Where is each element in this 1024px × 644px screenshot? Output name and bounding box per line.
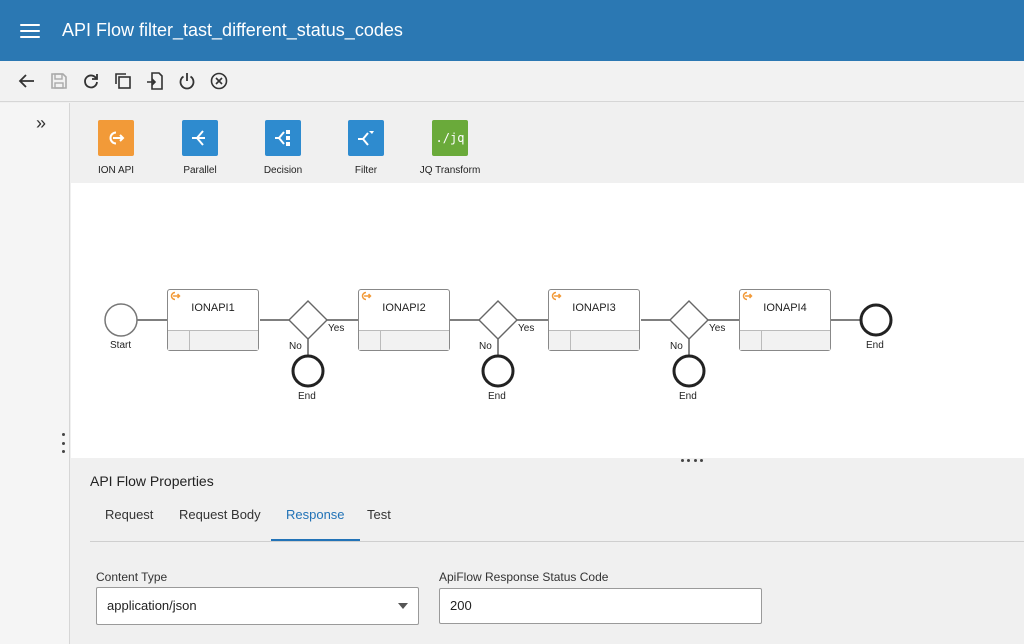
- vertical-resize-handle[interactable]: [60, 433, 66, 453]
- copy-icon: [115, 73, 131, 89]
- no-label: No: [670, 341, 683, 352]
- decision-gateway[interactable]: [669, 300, 709, 340]
- tab-request[interactable]: Request: [105, 507, 154, 522]
- flow-canvas[interactable]: Start IONAPI1 IONAPI2 IONAPI3 IONAPI4 Ye…: [71, 183, 1024, 458]
- ion-api-icon: [170, 291, 181, 301]
- palette-item-decision[interactable]: Decision: [248, 120, 318, 176]
- yes-label: Yes: [328, 323, 345, 334]
- node-title: IONAPI1: [191, 302, 235, 314]
- no-label: No: [479, 341, 492, 352]
- yes-label: Yes: [518, 323, 535, 334]
- flow-connectors: [104, 300, 893, 388]
- decision-gateway[interactable]: [288, 300, 328, 340]
- tab-request-body[interactable]: Request Body: [179, 507, 261, 522]
- palette-label: Decision: [263, 165, 303, 176]
- tab-test[interactable]: Test: [367, 507, 391, 522]
- refresh-button[interactable]: [78, 68, 104, 94]
- palette-label: Filter: [354, 165, 378, 176]
- import-icon: [147, 72, 163, 90]
- content-type-label: Content Type: [96, 570, 168, 584]
- palette-item-ion-api[interactable]: ION API: [81, 120, 151, 176]
- content-type-value: application/json: [107, 598, 197, 613]
- end-event[interactable]: [672, 354, 706, 388]
- status-code-input[interactable]: 200: [439, 588, 762, 624]
- import-button[interactable]: [142, 68, 168, 94]
- end-event[interactable]: [859, 303, 893, 337]
- palette-label: JQ Transform: [419, 165, 481, 176]
- copy-button[interactable]: [110, 68, 136, 94]
- end-label: End: [866, 340, 884, 351]
- expand-sidebar-icon[interactable]: »: [36, 113, 47, 133]
- palette-item-parallel[interactable]: Parallel: [165, 120, 235, 176]
- refresh-icon: [84, 74, 98, 89]
- palette-item-filter[interactable]: Filter: [331, 120, 401, 176]
- properties-title: API Flow Properties: [90, 473, 214, 489]
- ion-api-icon: [551, 291, 562, 301]
- end-label: End: [488, 391, 506, 402]
- title-bar: API Flow filter_tast_different_status_co…: [0, 0, 1024, 61]
- node-title: IONAPI2: [382, 302, 426, 314]
- end-label: End: [298, 391, 316, 402]
- menu-icon[interactable]: [20, 23, 40, 38]
- page-title: API Flow filter_tast_different_status_co…: [62, 20, 403, 40]
- content-type-select[interactable]: application/json: [96, 587, 419, 625]
- filter-icon: [348, 120, 384, 156]
- properties-tabs: Request Request Body Response Test: [90, 500, 1024, 542]
- end-label: End: [679, 391, 697, 402]
- back-arrow-icon: [18, 74, 34, 88]
- power-icon: [179, 73, 195, 90]
- ionapi-node[interactable]: IONAPI3: [548, 289, 640, 351]
- decision-icon: [265, 120, 301, 156]
- save-icon: [51, 73, 67, 89]
- back-button[interactable]: [14, 68, 40, 94]
- chevron-down-icon: [398, 603, 408, 609]
- start-label: Start: [110, 340, 132, 351]
- component-palette: ION API Parallel Decision Filter ./jq JQ…: [71, 103, 1024, 183]
- left-sidebar: »: [0, 103, 70, 644]
- no-label: No: [289, 341, 302, 352]
- palette-label: ION API: [97, 165, 135, 176]
- power-button[interactable]: [174, 68, 200, 94]
- palette-label: Parallel: [183, 165, 217, 176]
- end-event[interactable]: [481, 354, 515, 388]
- status-code-label: ApiFlow Response Status Code: [439, 570, 609, 584]
- palette-item-jq-transform[interactable]: ./jq JQ Transform: [415, 120, 485, 176]
- properties-panel: API Flow Properties Request Request Body…: [71, 462, 1024, 644]
- ionapi-node[interactable]: IONAPI4: [739, 289, 831, 351]
- end-event[interactable]: [291, 354, 325, 388]
- close-button[interactable]: [206, 68, 232, 94]
- decision-gateway[interactable]: [478, 300, 518, 340]
- node-title: IONAPI3: [572, 302, 616, 314]
- ion-api-icon: [361, 291, 372, 301]
- close-circle-icon: [210, 72, 228, 90]
- ionapi-node[interactable]: IONAPI2: [358, 289, 450, 351]
- save-button[interactable]: [46, 68, 72, 94]
- parallel-icon: [182, 120, 218, 156]
- jq-transform-icon: ./jq: [432, 120, 468, 156]
- yes-label: Yes: [709, 323, 726, 334]
- tab-response[interactable]: Response: [271, 500, 360, 541]
- toolbar: [0, 61, 1024, 102]
- ionapi-node[interactable]: IONAPI1: [167, 289, 259, 351]
- ion-api-icon: [742, 291, 753, 301]
- ion-api-icon: [98, 120, 134, 156]
- start-event[interactable]: [104, 303, 138, 337]
- node-title: IONAPI4: [763, 302, 807, 314]
- horizontal-resize-handle[interactable]: [681, 459, 703, 463]
